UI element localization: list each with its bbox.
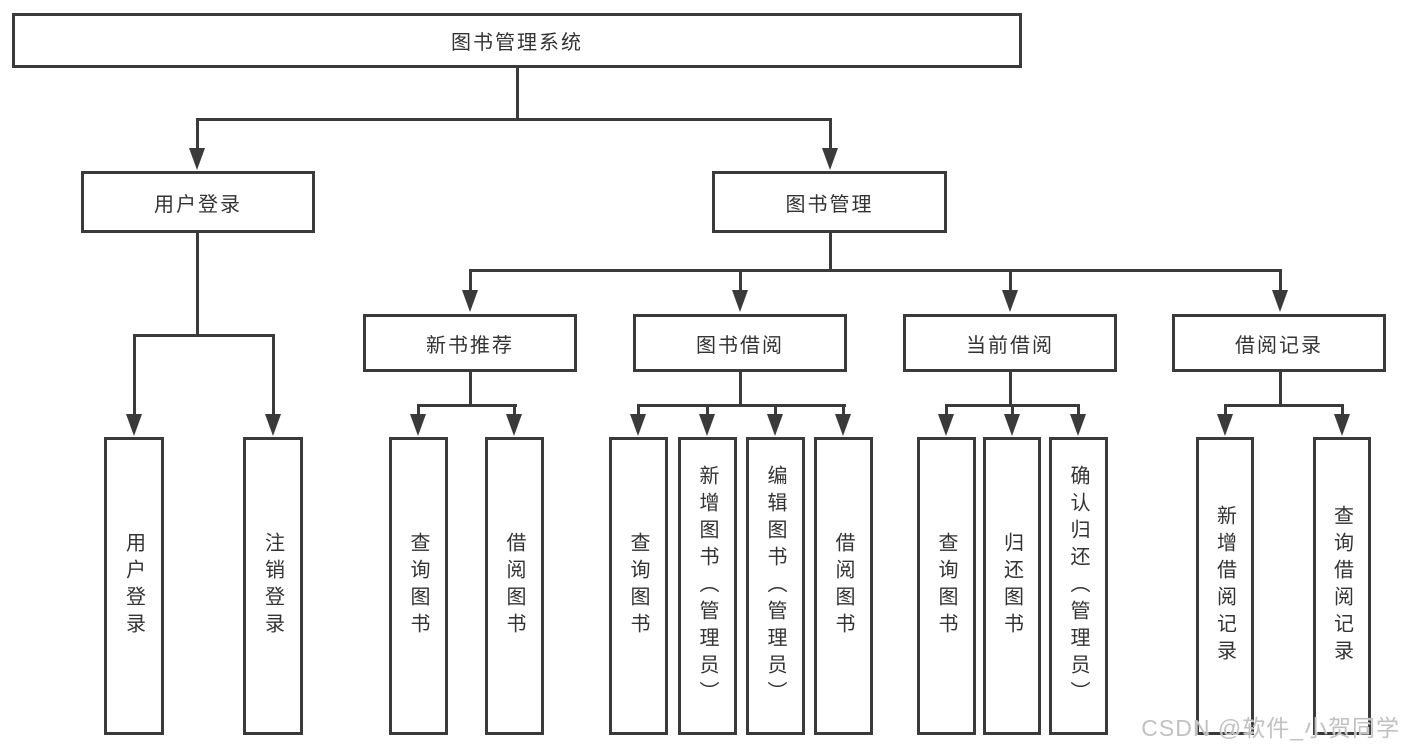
arrow-down-icon [506,414,522,436]
connector-stub [417,404,420,416]
connector-stub-borrowing-records [1279,269,1282,293]
arrow-down-icon [1272,290,1288,312]
connector-stub [774,404,777,416]
connector-book-borrowing-vertical [739,372,742,407]
connector-stub-leaf-logout [272,334,275,416]
connector-borrowing-records-horizontal [1224,404,1344,407]
arrow-down-icon [1334,414,1350,436]
node-user-login: 用户登录 [81,171,315,233]
arrow-down-icon [822,148,838,170]
connector-user-login-vertical [196,233,199,337]
leaf-add-books-admin: 新增图书（管理员） [678,437,737,735]
connector-new-book-horizontal [417,404,517,407]
leaf-add-borrow-record: 新增借阅记录 [1196,437,1254,735]
arrow-down-icon [1070,414,1086,436]
arrow-down-icon [699,414,715,436]
connector-level2-horizontal [196,118,832,121]
leaf-confirm-return-admin: 确认归还（管理员） [1049,437,1108,735]
leaf-borrow-books-2: 借阅图书 [814,437,873,735]
leaf-edit-books-admin-label: 编辑图书（管理员） [764,464,786,708]
connector-stub-book-borrowing [739,269,742,293]
node-current-borrowing: 当前借阅 [903,314,1117,372]
leaf-borrow-books-1-label: 借阅图书 [503,532,525,640]
connector-root-vertical [516,68,519,120]
connector-stub [1224,404,1227,416]
node-new-book-label: 新书推荐 [426,334,514,357]
leaf-return-books: 归还图书 [983,437,1041,735]
node-current-borrowing-label: 当前借阅 [966,334,1054,357]
arrow-down-icon [767,414,783,436]
connector-stub [945,404,948,416]
leaf-confirm-return-admin-label: 确认归还（管理员） [1067,464,1089,708]
node-new-book-recommendation: 新书推荐 [363,314,577,372]
node-book-management: 图书管理 [712,171,947,233]
connector-book-management-vertical [829,233,832,272]
arrow-down-icon [126,414,142,436]
arrow-down-icon [732,290,748,312]
connector-borrowing-records-vertical [1279,372,1282,407]
arrow-down-icon [1004,414,1020,436]
leaf-borrow-books-2-label: 借阅图书 [832,532,854,640]
arrow-down-icon [938,414,954,436]
leaf-logout-label: 注销登录 [261,532,284,640]
leaf-query-books-1: 查询图书 [389,437,448,735]
connector-stub [513,404,516,416]
connector-user-login-horizontal [133,334,275,337]
leaf-borrow-books-1: 借阅图书 [485,437,544,735]
leaf-user-login-label: 用户登录 [122,532,145,640]
connector-stub [1341,404,1344,416]
leaf-return-books-label: 归还图书 [1000,532,1023,640]
connector-level3-horizontal [469,269,1282,272]
connector-book-borrowing-horizontal [637,404,846,407]
node-book-borrowing: 图书借阅 [633,314,847,372]
arrow-down-icon [189,148,205,170]
leaf-edit-books-admin: 编辑图书（管理员） [746,437,805,735]
arrow-down-icon [265,414,281,436]
connector-new-book-vertical [469,372,472,407]
arrow-down-icon [1002,290,1018,312]
arrow-down-icon [630,414,646,436]
node-root-system-label: 图书管理系统 [451,32,583,54]
leaf-add-borrow-record-label: 新增借阅记录 [1213,505,1236,667]
connector-stub-current-borrowing [1009,269,1012,293]
leaf-user-login: 用户登录 [104,437,164,735]
node-book-borrowing-label: 图书借阅 [696,334,784,357]
connector-current-borrowing-vertical [1009,372,1012,407]
connector-stub-book-management [829,118,832,151]
leaf-query-borrow-record-label: 查询借阅记录 [1330,505,1353,667]
leaf-query-books-2-label: 查询图书 [627,532,649,640]
leaf-query-books-3: 查询图书 [917,437,976,735]
leaf-query-books-2: 查询图书 [609,437,668,735]
leaf-logout: 注销登录 [243,437,303,735]
arrow-down-icon [410,414,426,436]
node-root-system: 图书管理系统 [12,13,1022,68]
connector-stub-new-book [469,269,472,293]
connector-stub [1077,404,1080,416]
arrow-down-icon [1217,414,1233,436]
node-borrowing-records-label: 借阅记录 [1235,334,1323,357]
watermark: CSDN @软件_小贺同学 [1141,715,1400,741]
leaf-query-books-3-label: 查询图书 [935,532,957,640]
connector-stub [1011,404,1014,416]
node-borrowing-records: 借阅记录 [1172,314,1386,372]
connector-stub [842,404,845,416]
arrow-down-icon [462,290,478,312]
node-user-login-label: 用户登录 [154,193,242,216]
connector-stub [637,404,640,416]
arrow-down-icon [835,414,851,436]
node-book-management-label: 图书管理 [785,193,874,216]
connector-stub [706,404,709,416]
leaf-query-books-1-label: 查询图书 [407,532,429,640]
connector-stub-user-login [196,118,199,151]
leaf-query-borrow-record: 查询借阅记录 [1313,437,1371,735]
connector-stub-leaf-user-login [133,334,136,416]
leaf-add-books-admin-label: 新增图书（管理员） [696,464,718,708]
